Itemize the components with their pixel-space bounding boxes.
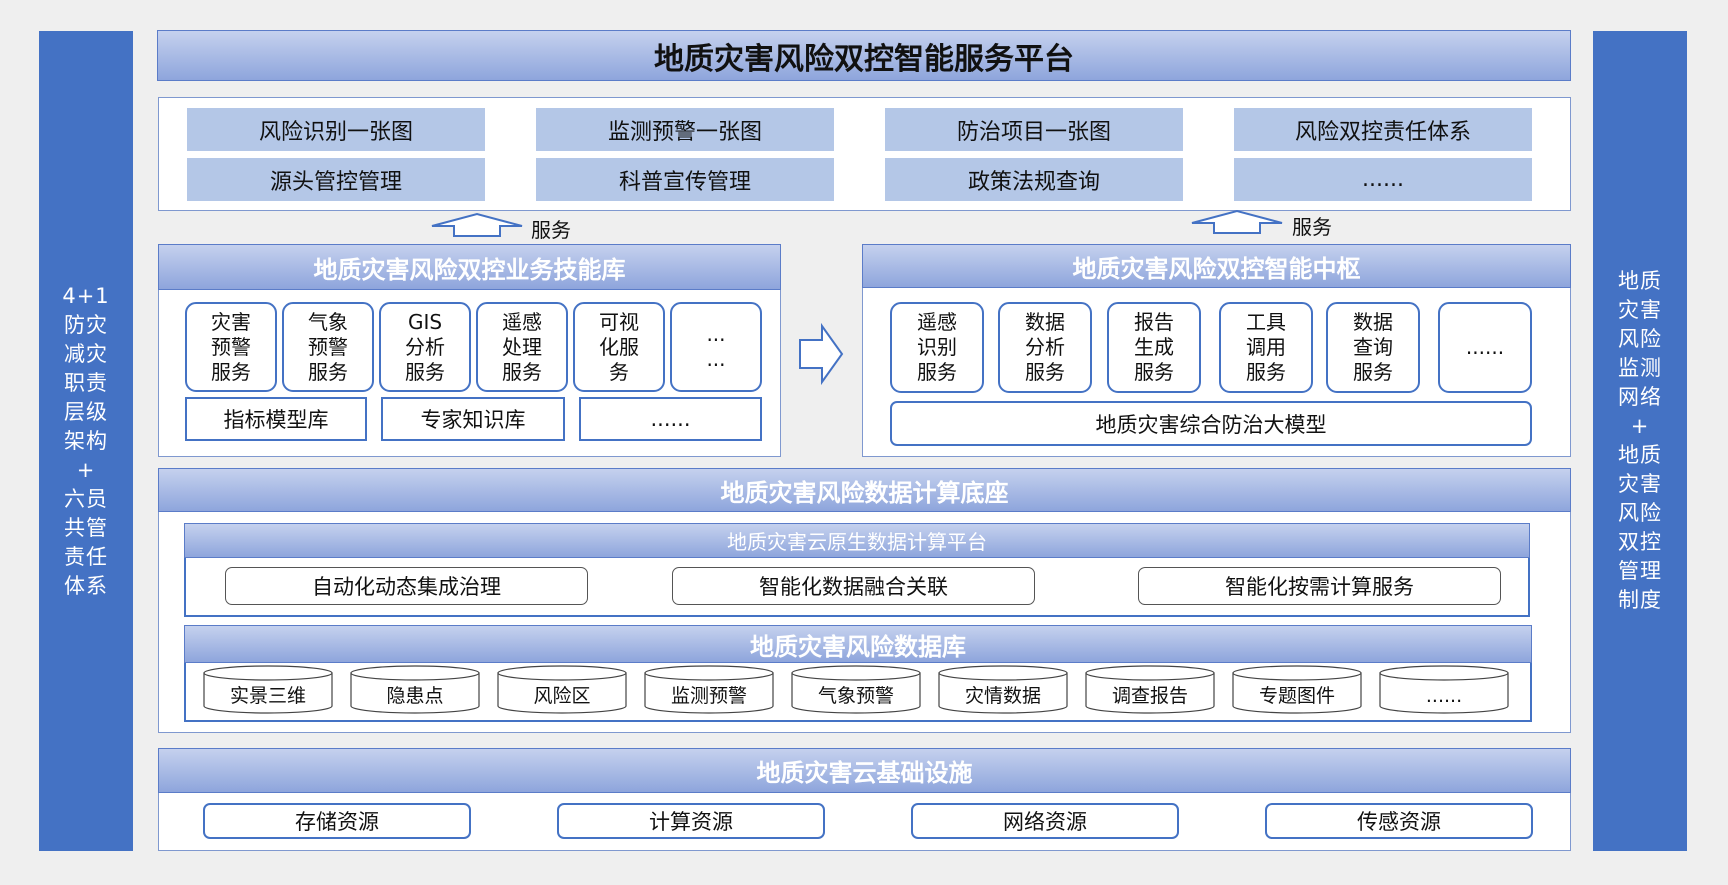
db-item-label: 气象预警 bbox=[818, 685, 894, 707]
db-item-label: 调查报告 bbox=[1112, 685, 1188, 707]
skill-lib-title: 地质灾害风险双控业务技能库 bbox=[313, 255, 626, 284]
right-arrow-icon bbox=[799, 323, 844, 385]
hub-service-data-analysis[interactable]: 数据 分析 服务 bbox=[998, 302, 1092, 393]
service-label-right: 服务 bbox=[1292, 215, 1332, 239]
compute-base-header: 地质灾害风险数据计算底座 bbox=[158, 468, 1571, 512]
db-cylinder-0[interactable]: 实景三维 bbox=[203, 665, 333, 714]
cloud-item-auto-integration[interactable]: 自动化动态集成治理 bbox=[225, 567, 588, 605]
large-model-box[interactable]: 地质灾害综合防治大模型 bbox=[890, 401, 1532, 446]
left-sidebar: 4+1 防灾 减灾 职责 层级 架构 + 六员 共管 责任 体系 bbox=[39, 31, 133, 851]
skill-service-visualization[interactable]: 可视 化服 务 bbox=[573, 302, 665, 392]
db-cylinder-8[interactable]: ...... bbox=[1379, 665, 1509, 714]
infra-item-network[interactable]: 网络资源 bbox=[911, 803, 1179, 839]
skill-lib-header: 地质灾害风险双控业务技能库 bbox=[158, 244, 781, 290]
skill-service-disaster-warning[interactable]: 灾害 预警 服务 bbox=[185, 302, 277, 392]
db-cylinder-1[interactable]: 隐患点 bbox=[350, 665, 480, 714]
top-item-risk-map[interactable]: 风险识别一张图 bbox=[187, 108, 485, 151]
hub-service-tool-invocation[interactable]: 工具 调用 服务 bbox=[1219, 302, 1313, 393]
hub-service-report-generation[interactable]: 报告 生成 服务 bbox=[1107, 302, 1201, 393]
db-item-label: 风险区 bbox=[533, 685, 590, 707]
db-cylinder-6[interactable]: 调查报告 bbox=[1085, 665, 1215, 714]
up-arrow-right-icon bbox=[1191, 209, 1283, 234]
db-cylinder-3[interactable]: 监测预警 bbox=[644, 665, 774, 714]
db-cylinder-2[interactable]: 风险区 bbox=[497, 665, 627, 714]
cloud-item-data-fusion[interactable]: 智能化数据融合关联 bbox=[672, 567, 1035, 605]
db-item-label: 隐患点 bbox=[386, 685, 443, 707]
top-item-science-promo[interactable]: 科普宣传管理 bbox=[536, 158, 834, 201]
db-item-label: 灾情数据 bbox=[965, 685, 1041, 707]
skill-service-more[interactable]: ... ... bbox=[670, 302, 762, 392]
infra-item-storage[interactable]: 存储资源 bbox=[203, 803, 471, 839]
db-cylinder-5[interactable]: 灾情数据 bbox=[938, 665, 1068, 714]
db-item-label: 实景三维 bbox=[230, 685, 306, 707]
indicator-model-lib[interactable]: 指标模型库 bbox=[185, 397, 367, 441]
infra-item-sensor[interactable]: 传感资源 bbox=[1265, 803, 1533, 839]
platform-title-bar: 地质灾害风险双控智能服务平台 bbox=[157, 30, 1571, 81]
cloud-platform-header: 地质灾害云原生数据计算平台 bbox=[184, 523, 1530, 558]
skill-service-gis[interactable]: GIS 分析 服务 bbox=[379, 302, 471, 392]
up-arrow-left-icon bbox=[431, 212, 523, 237]
db-item-label: ...... bbox=[1426, 685, 1462, 707]
db-cylinder-4[interactable]: 气象预警 bbox=[791, 665, 921, 714]
db-cylinder-7[interactable]: 专题图件 bbox=[1232, 665, 1362, 714]
cloud-platform-title: 地质灾害云原生数据计算平台 bbox=[727, 530, 987, 554]
skill-service-remote-sensing[interactable]: 遥感 处理 服务 bbox=[476, 302, 568, 392]
expert-knowledge-lib[interactable]: 专家知识库 bbox=[381, 397, 565, 441]
db-item-label: 专题图件 bbox=[1259, 685, 1335, 707]
skill-lib-more[interactable]: ...... bbox=[579, 397, 762, 441]
infra-header: 地质灾害云基础设施 bbox=[158, 748, 1571, 793]
hub-service-remote-recognition[interactable]: 遥感 识别 服务 bbox=[890, 302, 984, 393]
top-item-more[interactable]: ...... bbox=[1234, 158, 1532, 201]
database-items: 实景三维 隐患点 风险区 监测预警 气象预警 灾情数据 调查报告 专题图件...... bbox=[203, 665, 1509, 714]
infra-item-compute[interactable]: 计算资源 bbox=[557, 803, 825, 839]
skill-service-weather-warning[interactable]: 气象 预警 服务 bbox=[282, 302, 374, 392]
database-title: 地质灾害风险数据库 bbox=[750, 632, 966, 661]
hub-service-more[interactable]: ...... bbox=[1438, 302, 1532, 393]
db-item-label: 监测预警 bbox=[671, 685, 747, 707]
top-item-project-map[interactable]: 防治项目一张图 bbox=[885, 108, 1183, 151]
top-item-monitor-map[interactable]: 监测预警一张图 bbox=[536, 108, 834, 151]
top-item-policy-query[interactable]: 政策法规查询 bbox=[885, 158, 1183, 201]
service-label-left: 服务 bbox=[531, 218, 571, 242]
right-sidebar: 地质 灾害 风险 监测 网络 + 地质 灾害 风险 双控 管理 制度 bbox=[1593, 31, 1687, 851]
top-item-responsibility[interactable]: 风险双控责任体系 bbox=[1234, 108, 1532, 151]
compute-base-title: 地质灾害风险数据计算底座 bbox=[720, 478, 1009, 507]
hub-service-data-query[interactable]: 数据 查询 服务 bbox=[1326, 302, 1420, 393]
infra-title: 地质灾害云基础设施 bbox=[756, 759, 973, 787]
hub-header: 地质灾害风险双控智能中枢 bbox=[862, 244, 1571, 288]
hub-title: 地质灾害风险双控智能中枢 bbox=[1072, 254, 1361, 283]
cloud-item-on-demand-compute[interactable]: 智能化按需计算服务 bbox=[1138, 567, 1501, 605]
database-header: 地质灾害风险数据库 bbox=[184, 625, 1532, 663]
top-item-source-control[interactable]: 源头管控管理 bbox=[187, 158, 485, 201]
platform-title: 地质灾害风险双控智能服务平台 bbox=[654, 41, 1074, 77]
